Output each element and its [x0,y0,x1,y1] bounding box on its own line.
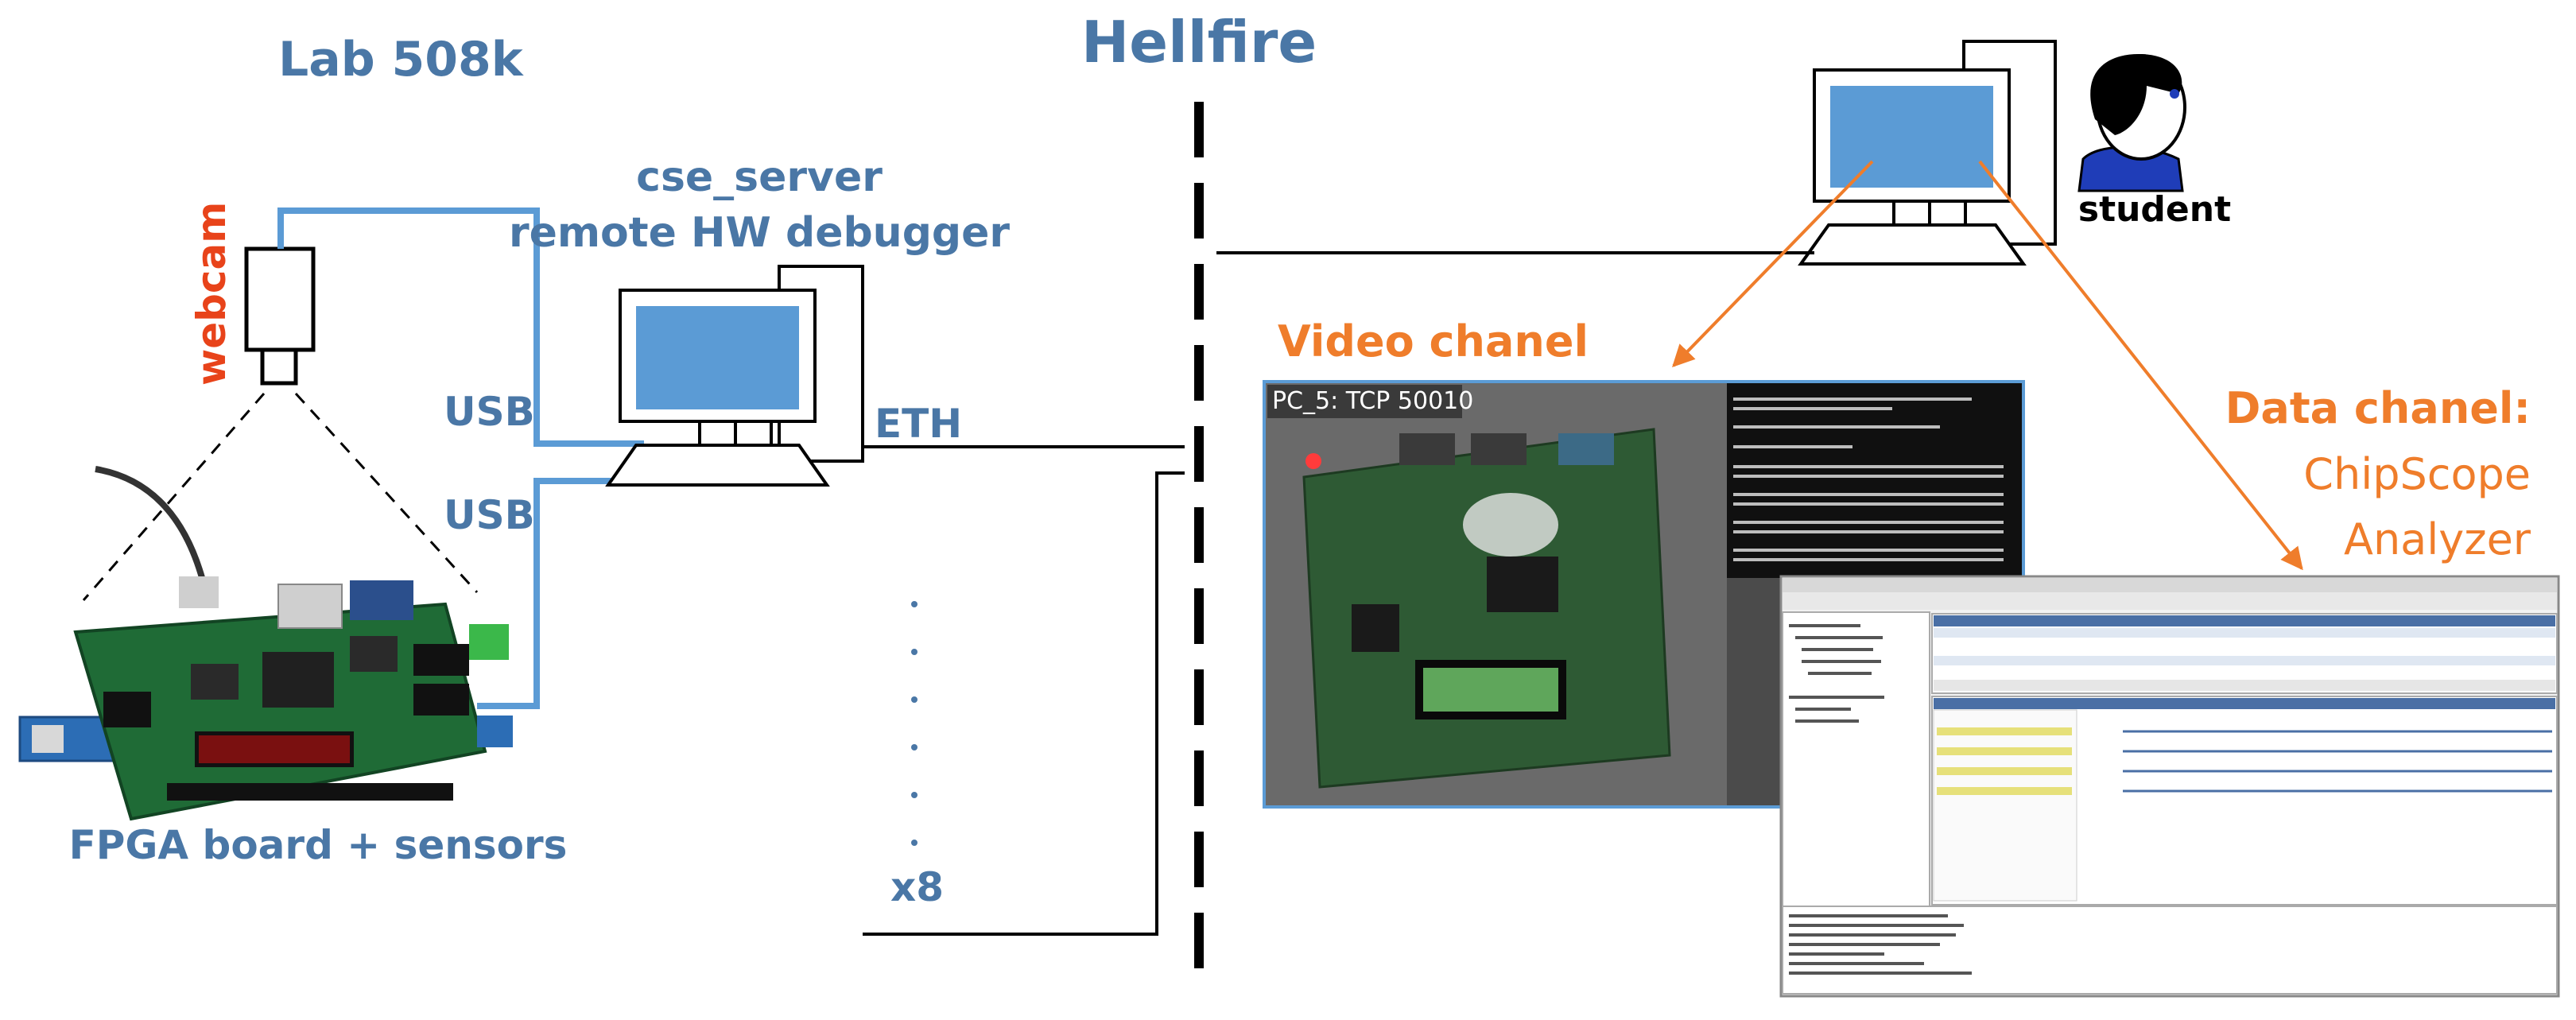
eth-label: ETH [875,401,962,447]
server-role: remote HW debugger [509,209,1010,257]
server-name: cse_server [636,153,883,201]
video-channel-title: Video chanel [1278,316,1589,367]
data-channel-title: Data chanel: [2225,383,2531,433]
lab-title: Lab 508k [278,32,525,87]
student-avatar-icon [2077,54,2186,192]
fpga-board-photo [18,466,513,821]
firewall-title: Hellfire [1081,9,1317,76]
data-arrow [1978,160,2303,571]
multi-connection-line [863,471,1185,936]
video-stream-screenshot [1263,380,2025,809]
video-arrow [1672,160,1874,368]
ellipsis-dots [911,601,918,846]
student-label: student [2078,189,2231,230]
usb-label-1: USB [444,389,535,435]
student-computer-icon [1798,40,2057,266]
board-usb-cable [477,478,628,709]
webcam-fov-left [82,393,266,601]
multiplier-label: x8 [890,864,944,910]
webcam-usb-cable [277,207,644,447]
usb-label-2: USB [444,492,535,538]
webcam-label: webcam [188,202,235,386]
data-channel-line3: Analyzer [2344,514,2531,564]
chipscope-screenshot [1779,575,2560,998]
webcam-fov-right [294,392,479,594]
data-channel-line2: ChipScope [2303,449,2531,499]
video-overlay-label: PC_5: TCP 50010 [1272,387,1473,415]
server-computer-icon [605,265,864,487]
board-caption: FPGA board + sensors [69,822,568,868]
webcam-icon [244,246,316,386]
